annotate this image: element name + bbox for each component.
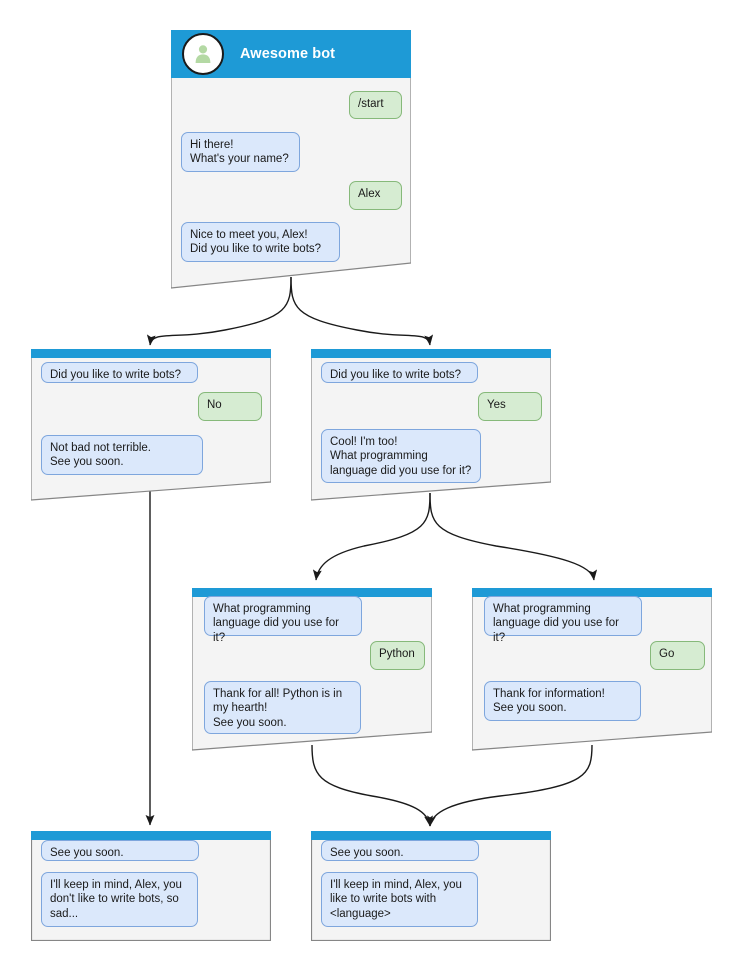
edge-yes-to-go	[429, 492, 598, 581]
no-msg-farewell: Not bad not terrible. See you soon.	[41, 435, 203, 475]
end-no-msg-summary: I'll keep in mind, Alex, you don't like …	[41, 872, 198, 927]
root-msg-greeting: Hi there! What's your name?	[181, 132, 300, 172]
python-msg-answer: Python	[370, 641, 425, 670]
go-msg-farewell: Thank for information! See you soon.	[484, 681, 641, 721]
edge-yes-to-python	[312, 492, 431, 581]
root-msg-nicetomeet: Nice to meet you, Alex! Did you like to …	[181, 222, 340, 262]
no-msg-answer: No	[198, 392, 262, 421]
end-no-msg-farewell: See you soon.	[41, 840, 199, 861]
edge-python-to-end-yes	[311, 744, 433, 827]
go-msg-question: What programming language did you use fo…	[484, 596, 642, 644]
end-yes-msg-summary: I'll keep in mind, Alex, you like to wri…	[321, 872, 478, 927]
edge-go-to-end-yes	[427, 744, 593, 827]
root-msg-start: /start	[349, 91, 402, 119]
python-msg-farewell: Thank for all! Python is in my hearth! S…	[204, 681, 361, 734]
no-msg-question: Did you like to write bots?	[41, 362, 198, 383]
go-msg-answer: Go	[650, 641, 705, 670]
root-msg-name: Alex	[349, 181, 402, 210]
person-icon	[182, 33, 224, 75]
end-yes-msg-farewell: See you soon.	[321, 840, 479, 861]
bot-name-label: Awesome bot	[240, 46, 336, 62]
yes-msg-followup: Cool! I'm too! What programming language…	[321, 429, 481, 483]
python-msg-question: What programming language did you use fo…	[204, 596, 362, 644]
card-root-header: Awesome bot	[171, 30, 411, 78]
yes-msg-answer: Yes	[478, 392, 542, 421]
yes-msg-question: Did you like to write bots?	[321, 362, 478, 383]
